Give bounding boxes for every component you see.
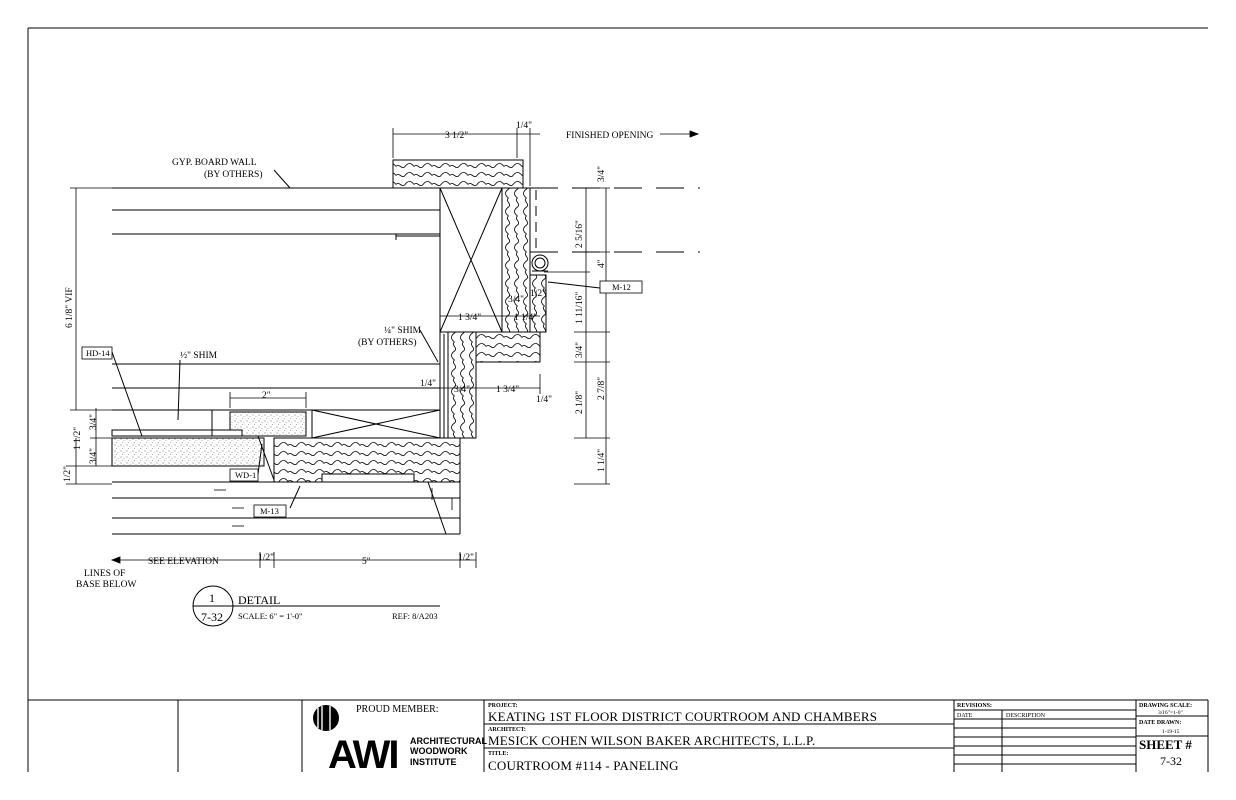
detail-ref: REF: 8/A203: [392, 611, 438, 621]
architect-name: MESICK COHEN WILSON BAKER ARCHITECTS, L.…: [488, 733, 815, 748]
note-gyp-board: GYP. BOARD WALL: [172, 158, 257, 168]
project-name: KEATING 1ST FLOOR DISTRICT COURTROOM AND…: [488, 709, 877, 724]
sheet-info: DRAWING SCALE: 3/16"=1-0" DATE DRAWN: 1-…: [1139, 703, 1192, 768]
dim-4: 4": [597, 259, 607, 268]
note-quarter-shim: ¼" SHIM: [384, 326, 422, 336]
dim-1-2-bottom-b: 1/2": [458, 553, 474, 563]
material-tags: M-12 HD-14 WD-1 M-13: [81, 280, 643, 518]
note-text: GYP. BOARD WALL (BY OTHERS) ¼" SHIM (BY …: [76, 158, 422, 590]
dim-3-4-left2: 3/4": [89, 414, 99, 430]
project-fields: PROJECT: KEATING 1ST FLOOR DISTRICT COUR…: [488, 703, 877, 773]
particleboard-base: [111, 437, 265, 467]
dim-2-5-16: 2 5/16": [575, 220, 585, 248]
dimension-lines: [66, 128, 700, 568]
detail-drawing: [111, 159, 700, 535]
project-label: PROJECT:: [488, 703, 518, 709]
dim-1-2-bottom-a: 1/2": [258, 553, 274, 563]
base-arrows: [214, 488, 453, 527]
awi-wordmark: AWI: [328, 733, 398, 777]
dim-2-1-8: 2 1/8": [575, 391, 585, 414]
dim-1-11-16: 1 11/16": [575, 292, 585, 324]
dim-1-3-4-a: 1 3/4": [458, 313, 481, 323]
title-label: TITLE:: [488, 751, 508, 757]
dim-1-3-4-b: 1 3/4": [496, 385, 519, 395]
date-drawn-label: DATE DRAWN:: [1139, 720, 1181, 726]
dim-6-1-8-vif: 6 1/8" VIF: [65, 287, 75, 328]
dim-3-4-b: 3/4": [454, 385, 470, 395]
drawing-scale-value: 3/16"=1-0": [1158, 710, 1183, 716]
particleboard-strip: [229, 411, 307, 437]
sheet-border: [27, 27, 1208, 772]
drawing-scale-label: DRAWING SCALE:: [1139, 703, 1192, 709]
detail-number: 1: [209, 591, 215, 605]
detail-scale: SCALE: 6" = 1'-0": [238, 611, 303, 621]
note-lines-of: LINES OF: [84, 569, 125, 579]
dim-3-4-top: 3/4": [597, 166, 607, 182]
note-see-elevation: SEE ELEVATION: [148, 557, 219, 567]
revisions-description-header: DESCRIPTION: [1006, 713, 1046, 719]
dim-1-2-a: 1/2": [530, 289, 546, 299]
revisions-label: REVISIONS:: [957, 703, 992, 709]
dimension-text: 3 1/2" 1/4" FINISHED OPENING 3/4" 2 5/16…: [63, 121, 653, 567]
sheet-label: SHEET #: [1139, 737, 1192, 752]
awi-line3: INSTITUTE: [410, 757, 457, 767]
dim-3-4-a: 3/4": [508, 295, 524, 305]
dim-1-2-left: 1/2": [63, 466, 73, 482]
revisions-table: REVISIONS: DATE DESCRIPTION: [957, 703, 1046, 719]
note-gyp-board-by-others: (BY OTHERS): [204, 169, 263, 180]
tag-m13: M-13: [260, 506, 279, 516]
tag-m12: M-12: [612, 282, 631, 292]
dim-1-4-b: 1/4": [420, 379, 436, 389]
architect-label: ARCHITECT:: [488, 727, 526, 733]
drawing-title: COURTROOM #114 - PANELING: [488, 758, 679, 773]
jamb: [501, 187, 531, 333]
dim-3-1-2: 3 1/2": [445, 131, 468, 141]
dim-1-4-top: 1/4": [516, 121, 532, 131]
top-casing: [392, 159, 524, 189]
detail-sheet: 7-32: [201, 610, 223, 624]
tag-hd14: HD-14: [86, 348, 110, 358]
casing: [447, 331, 477, 439]
note-base-below: BASE BELOW: [76, 580, 136, 590]
dim-2: 2": [262, 391, 271, 401]
awi-line2: WOODWORK: [410, 746, 468, 756]
date-drawn-value: 1-19-15: [1162, 729, 1180, 735]
title-block: [28, 699, 1209, 772]
dim-2-7-8: 2 7/8": [597, 377, 607, 400]
dim-1-1-2: 1 1/2": [73, 427, 83, 450]
dim-1-1-4-right: 1 1/4": [597, 449, 607, 472]
proud-member: PROUD MEMBER:: [356, 704, 439, 715]
note-quarter-shim-by-others: (BY OTHERS): [358, 337, 417, 348]
awi-line1: ARCHITECTURAL: [410, 736, 487, 746]
dim-1-4-c: 1/4": [536, 395, 552, 405]
awi-logo: AWI ARCHITECTURAL WOODWORK INSTITUTE PRO…: [313, 704, 487, 777]
awi-globe-icon: [313, 705, 339, 731]
dim-finished-opening: FINISHED OPENING: [566, 131, 653, 141]
revisions-date-header: DATE: [957, 713, 973, 719]
note-half-shim: ½" SHIM: [180, 350, 218, 361]
detail-title: DETAIL: [238, 593, 280, 607]
stop: [529, 274, 547, 333]
dim-3-4-left: 3/4": [89, 448, 99, 464]
detail-callout: 1 7-32 DETAIL SCALE: 6" = 1'-0" REF: 8/A…: [192, 585, 440, 627]
dim-3-4-mid: 3/4": [575, 342, 585, 358]
tag-wd1: WD-1: [235, 470, 256, 480]
dim-5: 5": [362, 557, 371, 567]
sheet-number: 7-32: [1160, 754, 1182, 768]
dim-1-1-4: 1 1/4": [514, 313, 537, 323]
